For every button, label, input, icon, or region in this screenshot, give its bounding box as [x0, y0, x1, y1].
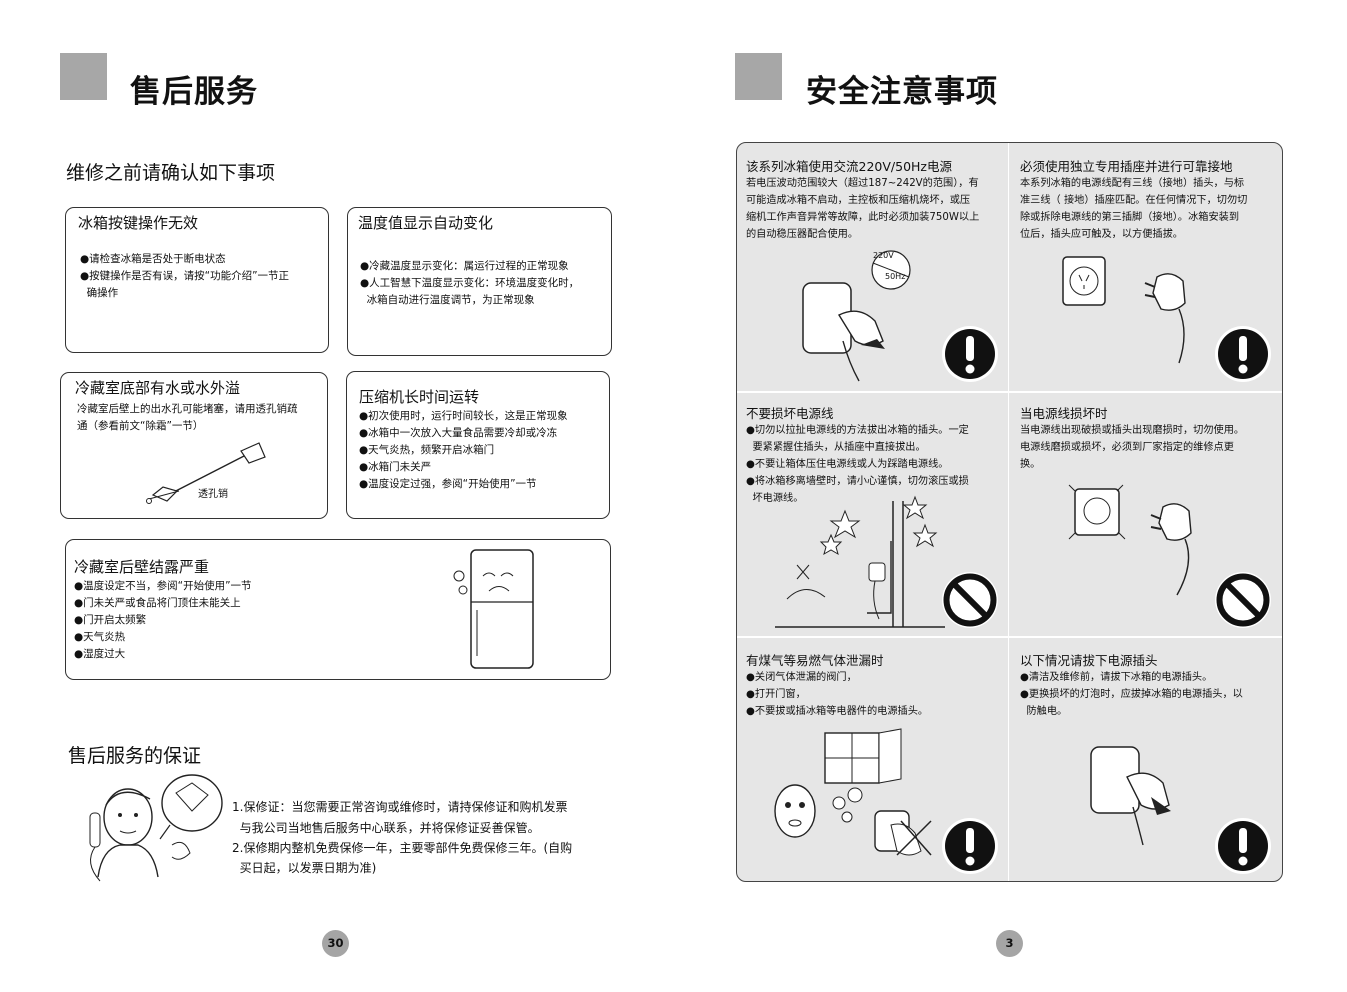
- text-line: ●冷藏温度显示变化：属运行过程的正常现象: [360, 260, 569, 272]
- page-title-left: 售后服务: [130, 74, 258, 110]
- cell-line: 准三线（ 接地）插座匹配。在任何情况下，切勿切: [1020, 195, 1248, 206]
- exclamation-icon: [942, 326, 998, 382]
- text-line: ●按键操作是否有误，请按“功能介绍”一节正: [80, 270, 290, 282]
- box-water-overflow: 冷藏室底部有水或水外溢 冷藏室后壁上的出水孔可能堵塞，请用透孔销疏 通（参看前文…: [60, 372, 328, 519]
- cell-line: 可能造成冰箱不启动，主控板和压缩机烧坏，或压: [746, 195, 971, 206]
- box-title: 冰箱按键操作无效: [78, 214, 199, 232]
- cell-line: 电源线磨损或损坏，必须到厂家指定的维修点更: [1020, 442, 1234, 453]
- text-line: ●冰箱中一次放入大量食品需要冷却或冷冻: [359, 427, 558, 439]
- grid-divider: [737, 636, 1282, 638]
- page-number-right: 3: [996, 930, 1023, 957]
- check-heading: 维修之前请确认如下事项: [66, 162, 276, 184]
- cell-line: 若电压波动范围较大（超过187~242V的范围），有: [746, 178, 979, 189]
- box-title: 冷藏室后壁结露严重: [74, 558, 210, 576]
- cell-line: ●关闭气体泄漏的阀门，: [746, 672, 857, 683]
- cell-line: 坏电源线。: [746, 493, 804, 504]
- text-line: ●天气炎热: [74, 631, 126, 643]
- warranty-line: 1.保修证：当您需要正常咨询或维修时，请持保修证和购机发票: [232, 800, 568, 814]
- cell-line: 缩机工作声音异常等故障，此时必须加装750W以上: [746, 212, 980, 223]
- warranty-line: 与我公司当地售后服务中心联系，并将保修证妥善保管。: [232, 821, 540, 835]
- tool-label: 透孔销: [198, 489, 228, 500]
- voltage-badge: [871, 250, 911, 290]
- text-line: ●人工智慧下温度显示变化：环境温度变化时，: [360, 277, 580, 289]
- warranty-heading: 售后服务的保证: [68, 745, 202, 767]
- cell-line: ●清洁及维修前，请拔下冰箱的电源插头。: [1020, 672, 1213, 683]
- plug-socket-illustration: [802, 282, 885, 382]
- text-line: ●冰箱门未关严: [359, 461, 432, 473]
- cell-line: ●切勿以拉扯电源线的方法拔出冰箱的插头。一定: [746, 425, 969, 436]
- cell-line: 除或拆除电源线的第三插脚（接地）。冰箱安装到: [1020, 212, 1240, 223]
- text-line: 确操作: [80, 287, 119, 299]
- cell-title: 不要损坏电源线: [746, 406, 834, 421]
- gas-leak-illustration: [774, 728, 932, 856]
- exclamation-icon: [1215, 818, 1271, 874]
- grid-divider: [737, 391, 1282, 393]
- text-line: 通（参看前文“除霜”一节）: [77, 420, 204, 432]
- text-line: 冰箱自动进行温度调节，为正常现象: [360, 294, 535, 306]
- exclamation-icon: [942, 818, 998, 874]
- cell-line: 当电源线出现破损或插头出现磨损时，切勿使用。: [1020, 425, 1245, 436]
- cell-line: 本系列冰箱的电源线配有三线（接地）插头，与标: [1020, 178, 1245, 189]
- cell-line: 的自动稳压器配合使用。: [746, 229, 859, 240]
- cell-line: ●将冰箱移离墙壁时，请小心谨慎，切勿滚压或损: [746, 476, 969, 487]
- box-title: 压缩机长时间运转: [359, 388, 480, 406]
- cell-title: 当电源线损坏时: [1020, 406, 1108, 421]
- title-marker: [60, 53, 107, 100]
- box-title: 冷藏室底部有水或水外溢: [75, 379, 241, 397]
- box-buttons-invalid: 冰箱按键操作无效 ●请检查冰箱是否处于断电状态 ●按键操作是否有误，请按“功能介…: [65, 207, 329, 353]
- exclamation-icon: [1215, 326, 1271, 382]
- box-condensation: 冷藏室后壁结露严重 ●温度设定不当，参阅“开始使用”一节 ●门未关严或食品将门顶…: [65, 539, 611, 680]
- phone-man-illustration: [89, 774, 223, 882]
- text-line: ●天气炎热，频繁开启冰箱门: [359, 444, 495, 456]
- text-line: ●初次使用时，运行时间较长，这是正常现象: [359, 410, 568, 422]
- warranty-line: 2.保修期内整机免费保修一年，主要零部件免费保修三年。(自购: [232, 841, 573, 855]
- cell-line: 位后，插头应可触及，以方便插拔。: [1020, 229, 1183, 240]
- voltage-label: 220V: [873, 251, 894, 260]
- frequency-label: 50Hz: [885, 272, 906, 281]
- page-title-right: 安全注意事项: [806, 74, 998, 110]
- text-line: ●门未关严或食品将门顶住未能关上: [74, 597, 241, 609]
- text-line: ●门开启太频繁: [74, 614, 147, 626]
- cell-line: ●不要拔或插冰箱等电器件的电源插头。: [746, 706, 929, 717]
- title-marker: [735, 53, 782, 100]
- cell-line: 要紧紧握住插头，从插座中直接拔出。: [746, 442, 926, 453]
- prohibited-icon: [942, 572, 998, 628]
- cell-line: 防触电。: [1020, 706, 1068, 717]
- cell-title: 有煤气等易燃气体泄漏时: [746, 653, 884, 668]
- cell-line: ●不要让箱体压住电源线或人为踩踏电源线。: [746, 459, 949, 470]
- cell-title: 以下情况请拔下电源插头: [1020, 653, 1158, 668]
- sweating-fridge-illustration: [453, 549, 534, 669]
- unplug-illustration: [1090, 746, 1171, 846]
- box-compressor: 压缩机长时间运转 ●初次使用时，运行时间较长，这是正常现象 ●冰箱中一次放入大量…: [346, 371, 610, 519]
- cell-line: ●打开门窗，: [746, 689, 806, 700]
- page-number-left: 30: [322, 930, 349, 957]
- cell-title: 必须使用独立专用插座并进行可靠接地: [1020, 159, 1233, 174]
- drain-pin-illustration: [146, 442, 266, 504]
- crushed-cord-illustration: [775, 495, 945, 628]
- cell-line: 换。: [1020, 459, 1041, 470]
- box-temperature-change: 温度值显示自动变化 ●冷藏温度显示变化：属运行过程的正常现象 ●人工智慧下温度显…: [347, 207, 612, 356]
- text-line: ●温度设定不当，参阅“开始使用”一节: [74, 580, 252, 592]
- safety-grid: 该系列冰箱使用交流220V/50Hz电源 若电压波动范围较大（超过187~242…: [736, 142, 1283, 882]
- grounded-socket-illustration: [1062, 256, 1186, 364]
- warranty-line: 买日起，以发票日期为准): [232, 861, 377, 875]
- cell-line: ●更换损坏的灯泡时，应拔掉冰箱的电源插头，以: [1020, 689, 1243, 700]
- damaged-plug-illustration: [1068, 484, 1192, 596]
- cell-title: 该系列冰箱使用交流220V/50Hz电源: [746, 159, 952, 174]
- text-line: ●温度设定过强，参阅“开始使用”一节: [359, 478, 537, 490]
- text-line: 冷藏室后壁上的出水孔可能堵塞，请用透孔销疏: [77, 403, 298, 415]
- box-title: 温度值显示自动变化: [358, 214, 494, 232]
- text-line: ●请检查冰箱是否处于断电状态: [80, 253, 226, 265]
- text-line: ●湿度过大: [74, 648, 126, 660]
- grid-divider: [1008, 143, 1009, 881]
- prohibited-icon: [1215, 572, 1271, 628]
